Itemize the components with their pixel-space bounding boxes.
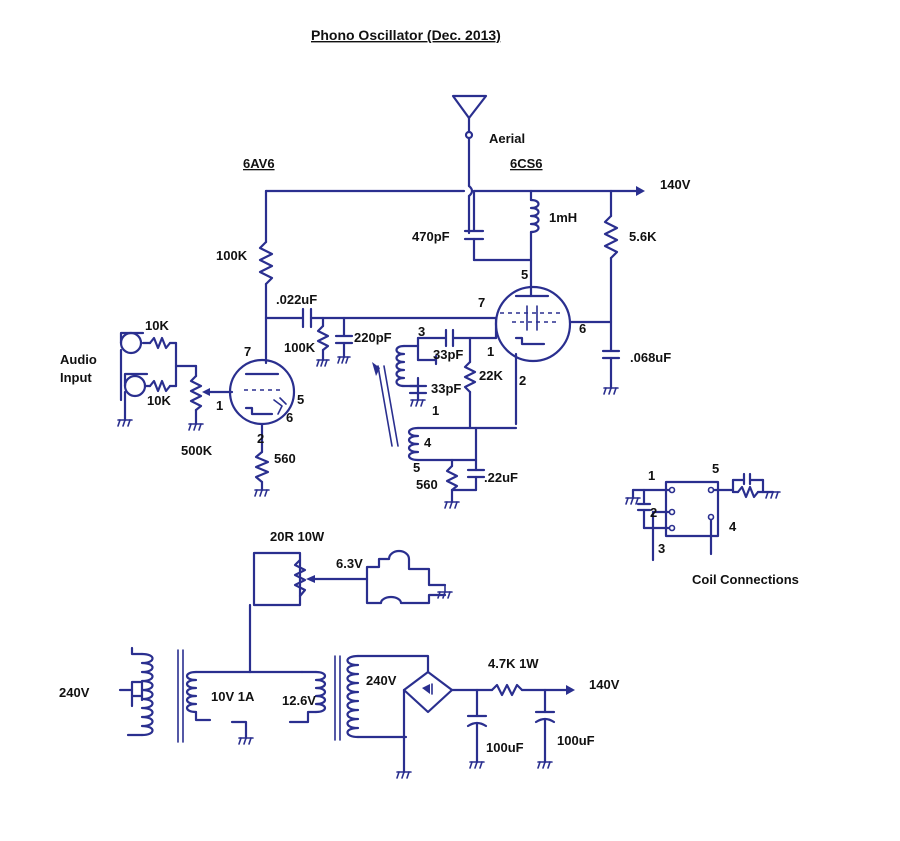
tube-6cs6-pin-7: 7 <box>478 295 485 310</box>
tube-6av6-pin-7: 7 <box>244 344 251 359</box>
plate-resistor-100k <box>258 189 274 320</box>
grid-capacitor-220pf <box>334 316 354 364</box>
screen-resistor-label: 5.6K <box>629 229 657 244</box>
screen-capacitor-label: .068uF <box>630 350 671 365</box>
grid-resistor-label: 100K <box>284 340 316 355</box>
coil-pin-4: 4 <box>424 435 432 450</box>
choke-1mh <box>529 189 540 288</box>
coil-connections-diagram <box>625 472 781 562</box>
audio-input-network <box>117 331 234 431</box>
osc-resistor-label: 22K <box>479 368 503 383</box>
screen-capacitor-068uf <box>601 349 621 395</box>
t1-secondary-label: 10V 1A <box>211 689 255 704</box>
b-plus-rail <box>264 186 645 196</box>
filter-cap-2-label: 100uF <box>557 733 595 748</box>
t2-secondary-label: 240V <box>366 673 397 688</box>
coil-pin-5: 5 <box>413 460 420 475</box>
coil-connection-pin-1: 1 <box>648 468 655 483</box>
plate-resistor-label: 100K <box>216 248 248 263</box>
heater-circuit <box>248 549 453 674</box>
osc-capacitor-1-label: 33pF <box>433 347 463 362</box>
aerial-capacitor-470pf <box>463 189 533 262</box>
coupling-capacitor-label: .022uF <box>276 292 317 307</box>
rectifier-and-filter <box>396 670 575 779</box>
tube-6cs6-label: 6CS6 <box>510 156 543 171</box>
grid-resistor-100k <box>316 316 330 367</box>
tube-6av6-pin-1: 1 <box>216 398 223 413</box>
coil-connections-label: Coil Connections <box>692 572 799 587</box>
tube-6av6-pin-5: 5 <box>297 392 304 407</box>
cathode-resistor-label-6av6: 560 <box>274 451 296 466</box>
choke-label: 1mH <box>549 210 577 225</box>
tube-6av6-pin-2: 2 <box>257 431 264 446</box>
volume-pot-label: 500K <box>181 443 213 458</box>
tube-6av6-label: 6AV6 <box>243 156 275 171</box>
tube-6cs6-pin-5: 5 <box>521 267 528 282</box>
filter-resistor-label: 4.7K 1W <box>488 656 539 671</box>
tube-6cs6-pin-2: 2 <box>519 373 526 388</box>
screen-resistor-5k6 <box>603 189 619 352</box>
grid-capacitor-label: 220pF <box>354 330 392 345</box>
input-resistor-1-label: 10K <box>145 318 169 333</box>
diagram-title: Phono Oscillator (Dec. 2013) <box>311 27 501 43</box>
tube-6av6-pin-6: 6 <box>286 410 293 425</box>
supply-140v-label: 140V <box>660 177 691 192</box>
cathode-resistor-560-6av6 <box>254 450 270 497</box>
coil-connection-pin-4: 4 <box>729 519 737 534</box>
tube-6cs6 <box>494 284 613 426</box>
coil-connection-pin-2: 2 <box>650 505 657 520</box>
coupling-capacitor <box>264 307 498 329</box>
heater-voltage-label: 6.3V <box>336 556 363 571</box>
filter-cap-1-label: 100uF <box>486 740 524 755</box>
audio-input-label-2: Input <box>60 370 92 385</box>
input-resistor-2-label: 10K <box>147 393 171 408</box>
aerial-symbol <box>451 94 488 235</box>
coil-pin-1: 1 <box>432 403 439 418</box>
osc-capacitor-2-label: 33pF <box>431 381 461 396</box>
psu-output-label: 140V <box>589 677 620 692</box>
cathode-resistor-label-6cs6: 560 <box>416 477 438 492</box>
heater-resistor-label: 20R 10W <box>270 529 325 544</box>
aerial-capacitor-label: 470pF <box>412 229 450 244</box>
mains-transformer <box>118 646 430 745</box>
aerial-label: Aerial <box>489 131 525 146</box>
mains-voltage-label: 240V <box>59 685 90 700</box>
coil-connection-pin-5: 5 <box>712 461 719 476</box>
cathode-capacitor-label-6cs6: .22uF <box>484 470 518 485</box>
coil-pin-3: 3 <box>418 324 425 339</box>
audio-input-label-1: Audio <box>60 352 97 367</box>
oscillator-coil-network <box>372 316 518 509</box>
coil-connection-pin-3: 3 <box>658 541 665 556</box>
tube-6cs6-pin-1: 1 <box>487 344 494 359</box>
tube-6cs6-pin-6: 6 <box>579 321 586 336</box>
t2-primary-label: 12.6V <box>282 693 316 708</box>
